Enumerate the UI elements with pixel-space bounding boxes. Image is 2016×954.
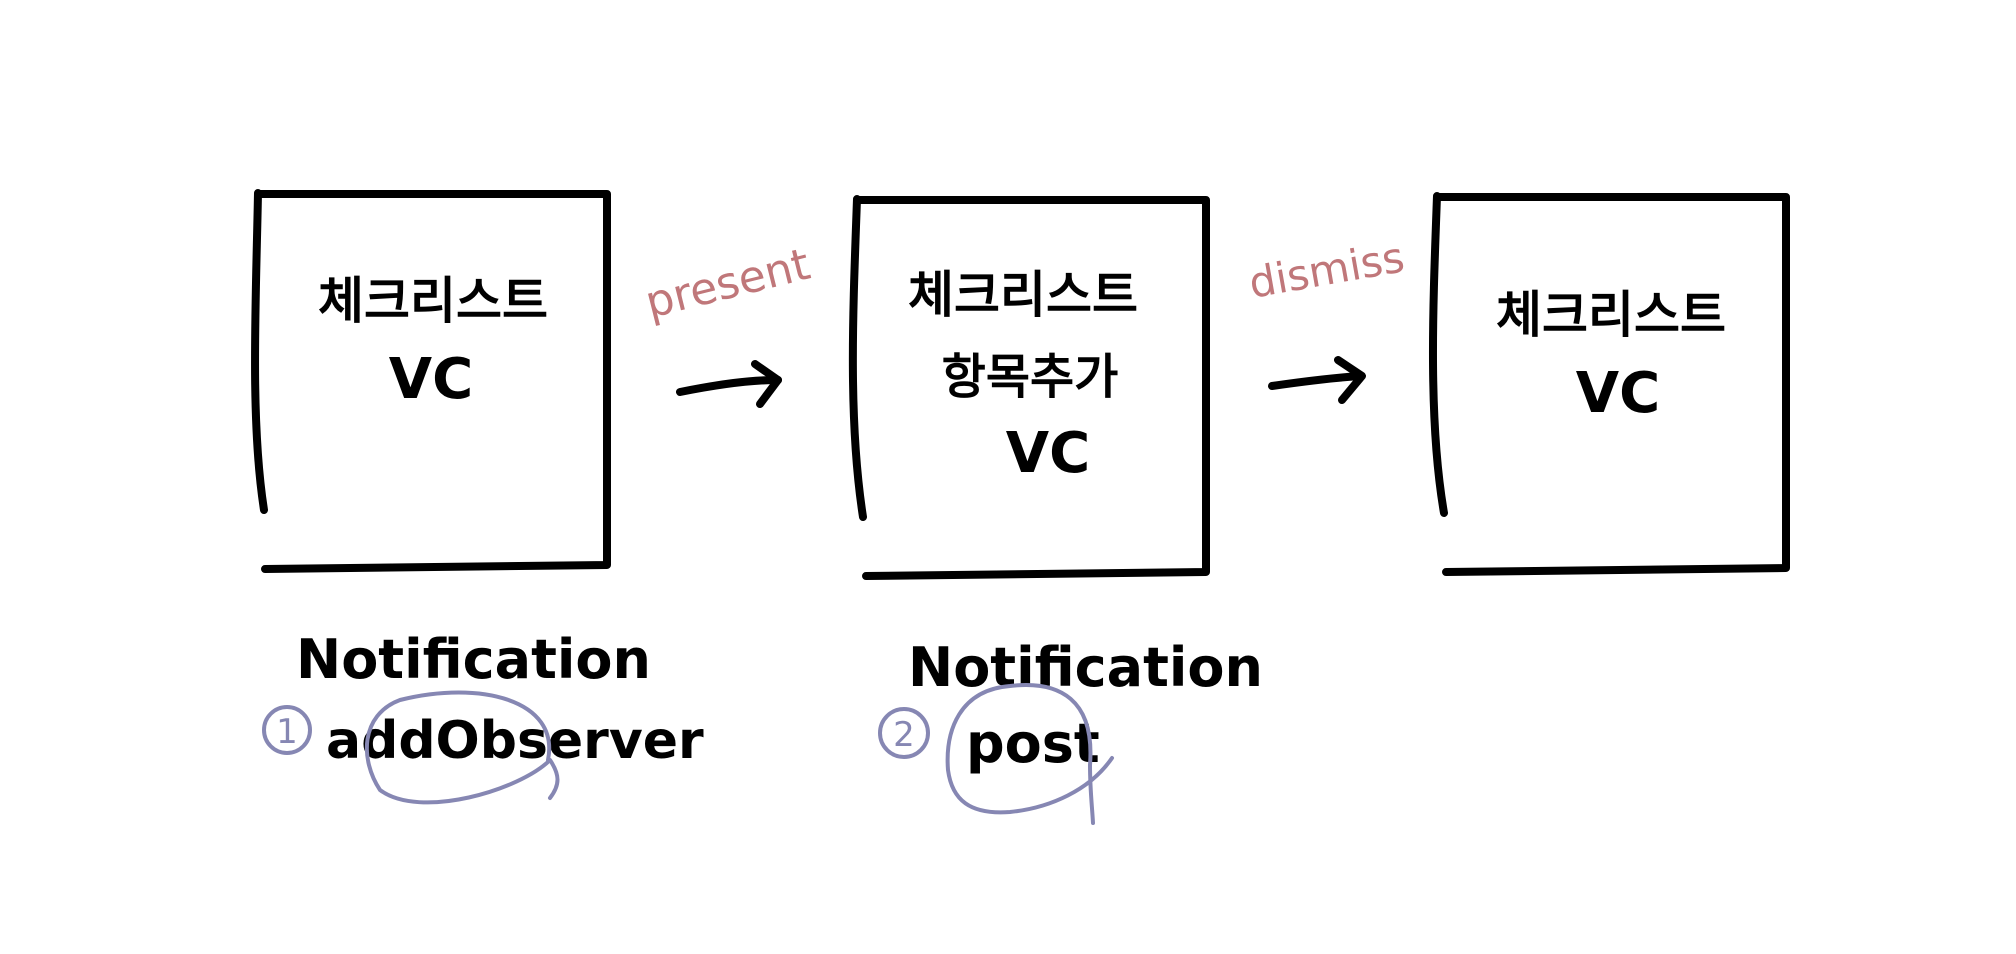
screen-2-vc-label: VC <box>1006 421 1090 486</box>
screen-box-2: 체크리스트 항목추가 VC <box>848 195 1210 580</box>
step-1-action: addObserver <box>326 711 704 771</box>
step-1-number: 1 <box>276 712 298 752</box>
step-2-title: Notification <box>908 636 1263 699</box>
screen-1-subtitle: VC <box>389 347 473 412</box>
highlight-circle-post <box>945 683 1114 825</box>
step-2-number-circle <box>878 707 930 759</box>
step-1-number-circle <box>262 705 312 755</box>
screen-2-title: 체크리스트 <box>908 266 1138 324</box>
screen-3-subtitle: VC <box>1576 361 1660 426</box>
step-1-title: Notification <box>296 628 651 691</box>
screen-2-subtitle: 항목추가 <box>942 349 1119 405</box>
screen-1-title: 체크리스트 <box>318 272 548 330</box>
arrow-right-icon <box>1268 372 1364 390</box>
transition-present: present <box>640 239 815 408</box>
transition-dismiss-label: dismiss <box>1245 232 1408 307</box>
transition-present-label: present <box>640 239 815 329</box>
step-1: Notification 1 addObserver <box>262 628 704 805</box>
step-2-action: post <box>966 712 1100 775</box>
screen-box-3: 체크리스트 VC <box>1429 192 1790 576</box>
arrow-right-icon <box>676 376 782 396</box>
step-2: Notification 2 post <box>878 636 1263 825</box>
transition-dismiss: dismiss <box>1245 232 1408 404</box>
step-2-number: 2 <box>893 715 915 755</box>
screen-box-1: 체크리스트 VC <box>251 189 611 573</box>
highlight-circle-observer <box>364 690 560 805</box>
screen-3-title: 체크리스트 <box>1496 286 1726 344</box>
